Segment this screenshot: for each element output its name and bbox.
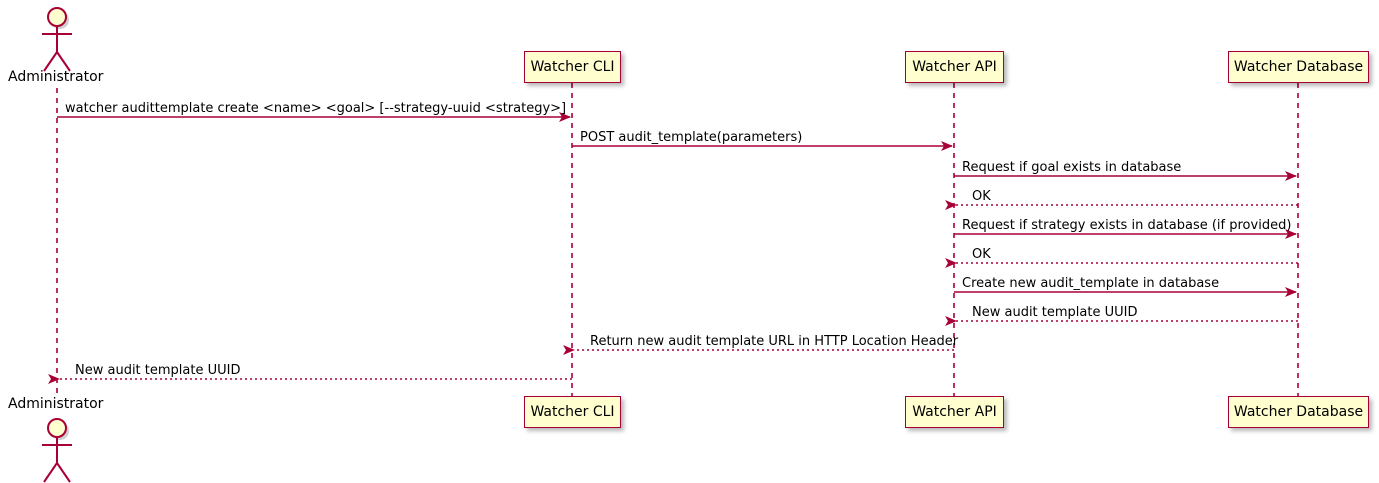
participant-label-watcher-database-bottom: Watcher Database	[1233, 404, 1364, 420]
participant-box-watcher-cli-bottom[interactable]: Watcher CLI	[524, 396, 621, 428]
participant-box-watcher-database-top[interactable]: Watcher Database	[1228, 51, 1369, 83]
message-label-7: Create new audit_template in database	[962, 276, 1220, 291]
participant-box-watcher-cli-top[interactable]: Watcher CLI	[524, 51, 621, 83]
participant-label-watcher-api-bottom: Watcher API	[912, 404, 997, 420]
participant-label-watcher-cli-top: Watcher CLI	[530, 59, 615, 75]
actor-label-administrator-bottom: Administrator	[8, 396, 104, 412]
actor-leg-left-administrator-bottom	[43, 462, 58, 483]
lifelines-group	[56, 83, 1299, 396]
message-label-2: POST audit_template(parameters)	[580, 130, 803, 145]
participant-box-watcher-database-bottom[interactable]: Watcher Database	[1228, 396, 1369, 428]
message-label-3: Request if goal exists in database	[962, 160, 1182, 175]
actor-head-administrator-bottom	[47, 418, 67, 438]
actor-leg-left-administrator-top	[43, 51, 58, 72]
actor-leg-right-administrator-top	[56, 51, 71, 72]
message-label-6: OK	[972, 247, 991, 262]
actor-figure-administrator-bottom	[42, 418, 72, 483]
messages-group	[48, 112, 1298, 384]
message-label-10: New audit template UUID	[75, 363, 241, 378]
participant-box-watcher-api-top[interactable]: Watcher API	[905, 51, 1004, 83]
actor-head-administrator-top	[47, 7, 67, 27]
actor-leg-right-administrator-bottom	[56, 462, 71, 483]
message-label-5: Request if strategy exists in database (…	[962, 218, 1292, 233]
participant-label-watcher-api-top: Watcher API	[912, 59, 997, 75]
participant-box-watcher-api-bottom[interactable]: Watcher API	[905, 396, 1004, 428]
actor-figure-administrator-top	[42, 7, 72, 72]
actors-group	[42, 7, 72, 483]
message-label-9: Return new audit template URL in HTTP Lo…	[590, 334, 959, 349]
message-label-4: OK	[972, 189, 991, 204]
message-label-8: New audit template UUID	[972, 305, 1138, 320]
participant-label-watcher-database-top: Watcher Database	[1233, 59, 1364, 75]
message-label-1: watcher audittemplate create <name> <goa…	[65, 101, 567, 116]
actor-label-administrator-top: Administrator	[8, 69, 104, 85]
participant-label-watcher-cli-bottom: Watcher CLI	[530, 404, 615, 420]
